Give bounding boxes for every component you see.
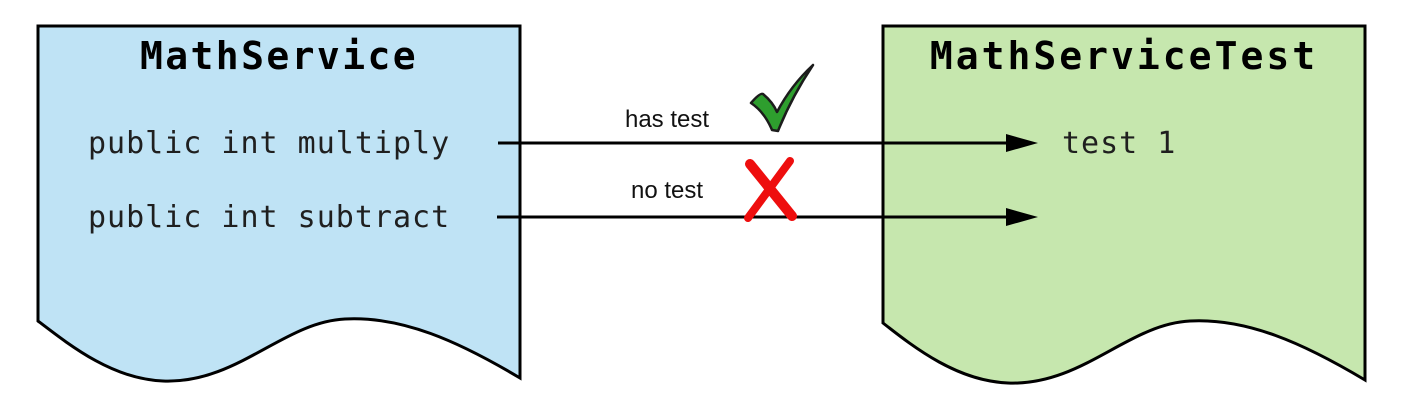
method-subtract: public int subtract (88, 200, 450, 235)
mathservice-document (36, 24, 522, 383)
right-document-title: MathServiceTest (930, 34, 1318, 78)
no-test-label: no test (631, 177, 703, 204)
arrowhead-icon (1006, 134, 1038, 152)
left-document-title: MathService (140, 34, 418, 78)
method-multiply: public int multiply (88, 126, 450, 161)
has-test-label: has test (625, 106, 709, 133)
cross-icon (744, 157, 797, 222)
arrow-multiply-to-test1 (498, 134, 1038, 152)
check-icon (749, 63, 815, 133)
arrow-subtract-to-none (497, 208, 1038, 226)
test-1-label: test 1 (1062, 126, 1176, 161)
arrowhead-icon (1006, 208, 1038, 226)
mathservicetest-document (881, 24, 1367, 385)
